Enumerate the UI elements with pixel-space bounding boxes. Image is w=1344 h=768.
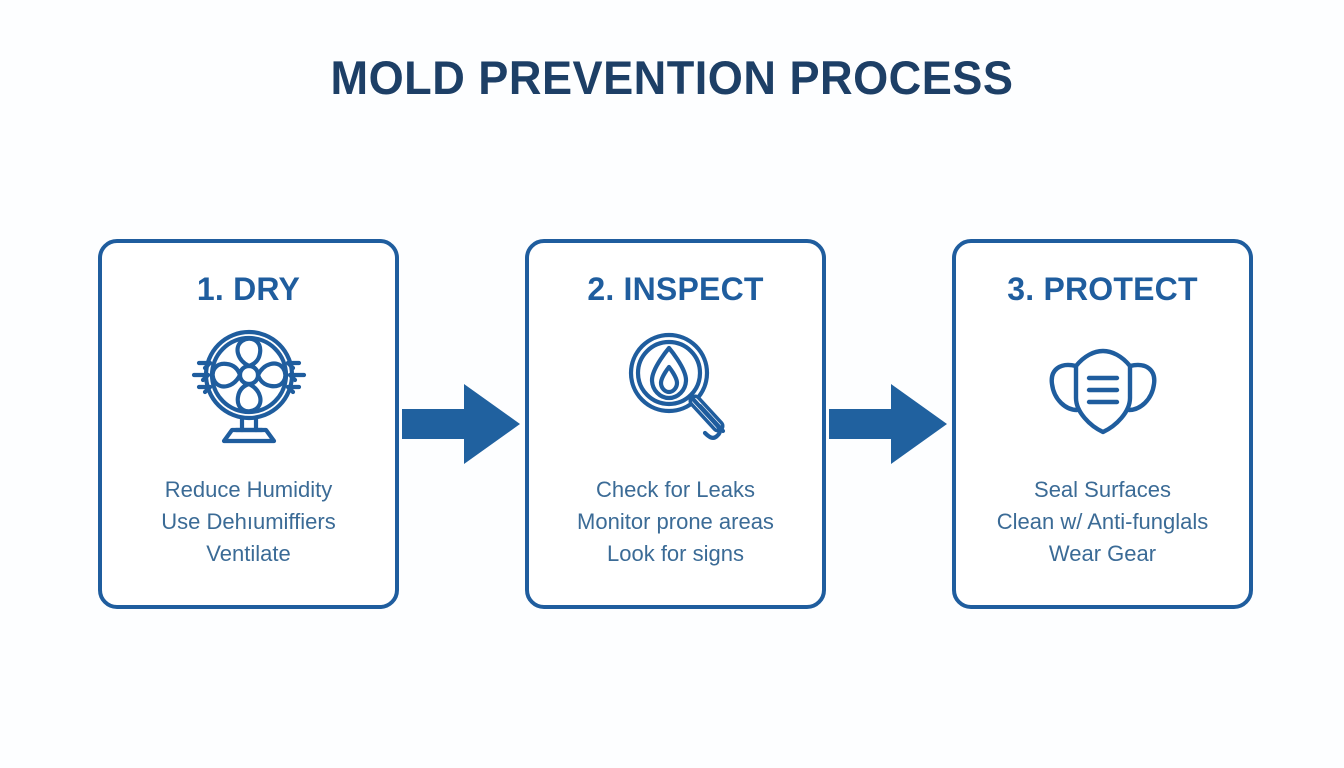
step-line: Reduce Humidity bbox=[164, 477, 333, 502]
step-heading: 3. PROTECT bbox=[1007, 271, 1198, 307]
step-lines: Seal Surfaces Clean w/ Anti-funglals Wea… bbox=[997, 474, 1209, 570]
magnifier-droplet-icon bbox=[616, 326, 736, 448]
step-card-inspect[interactable]: 2. INSPECT Check for Leaks Monitor prone bbox=[525, 239, 826, 609]
step-card-protect[interactable]: 3. PROTECT Seal Surfaces Clean w/ Anti-f… bbox=[952, 239, 1253, 609]
step-line: Seal Surfaces bbox=[1034, 477, 1171, 502]
fan-icon bbox=[174, 326, 324, 448]
step-heading: 1. DRY bbox=[196, 271, 301, 307]
step-lines: Check for Leaks Monitor prone areas Look… bbox=[577, 474, 774, 570]
step-line: Use Dehıumiffiers bbox=[161, 509, 336, 534]
step-line: Monitor prone areas bbox=[577, 509, 774, 534]
process-flow: 1. DRY bbox=[98, 238, 1253, 610]
step-line: Clean w/ Anti-funglals bbox=[996, 509, 1209, 534]
step-line: Check for Leaks bbox=[596, 477, 755, 502]
step-heading: 2. INSPECT bbox=[587, 271, 764, 307]
step-line: Ventilate bbox=[206, 541, 291, 566]
arrow-right-icon bbox=[399, 369, 525, 479]
face-mask-icon bbox=[1038, 326, 1168, 448]
step-lines: Reduce Humidity Use Dehıumiffiers Ventil… bbox=[161, 474, 335, 570]
step-card-dry[interactable]: 1. DRY bbox=[98, 239, 399, 609]
step-line: Look for signs bbox=[607, 541, 744, 566]
step-line: Wear Gear bbox=[1048, 541, 1157, 566]
page-title: MOLD PREVENTION PROCESS bbox=[330, 51, 1014, 104]
arrow-right-icon bbox=[826, 369, 952, 479]
